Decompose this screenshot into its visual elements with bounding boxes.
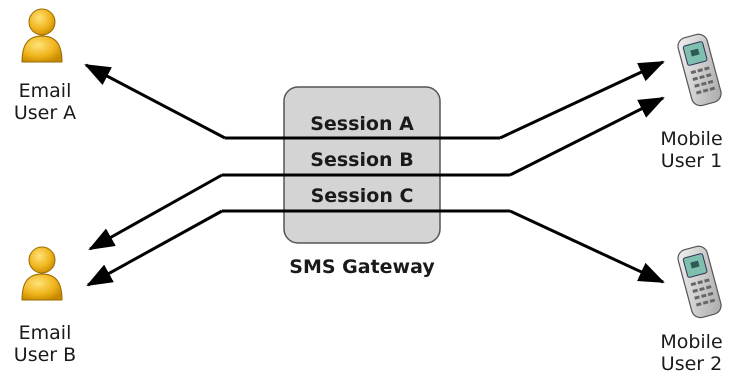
mobile-user-1-line1: Mobile <box>660 128 723 150</box>
mobile-user-2-line2: User 2 <box>660 353 723 375</box>
sms-gateway-label: SMS Gateway <box>289 256 435 278</box>
session-b-arrow-to-mobile-1 <box>509 96 665 177</box>
email-user-a-label: Email User A <box>0 80 90 124</box>
sms-gateway-box <box>283 86 441 244</box>
email-user-b-label: Email User B <box>0 322 90 366</box>
mobile-user-1-line2: User 1 <box>660 150 723 172</box>
email-user-b-line1: Email <box>18 322 72 344</box>
email-user-a-line1: Email <box>18 80 72 102</box>
mobile-user-2-line1: Mobile <box>660 331 723 353</box>
user-icon <box>21 8 63 63</box>
mobile-user-2-label: Mobile User 2 <box>648 331 735 375</box>
mobile-phone-icon <box>677 245 722 319</box>
mobile-user-1-label: Mobile User 1 <box>648 128 735 172</box>
email-user-a-line2: User A <box>13 102 77 124</box>
session-b-arrow-to-email-b <box>88 173 223 251</box>
session-c-arrow-to-mobile-2 <box>509 209 665 284</box>
session-a-arrow-to-mobile-1 <box>499 60 665 140</box>
session-c-arrow-to-email-b <box>86 209 223 287</box>
session-a-arrow-to-email-a <box>84 63 226 140</box>
session-c-label: Session C <box>310 185 414 207</box>
email-user-b-line2: User B <box>13 344 77 366</box>
mobile-phone-icon <box>677 33 722 107</box>
session-a-label: Session A <box>310 113 414 135</box>
session-b-label: Session B <box>310 149 414 171</box>
user-icon <box>21 246 63 301</box>
